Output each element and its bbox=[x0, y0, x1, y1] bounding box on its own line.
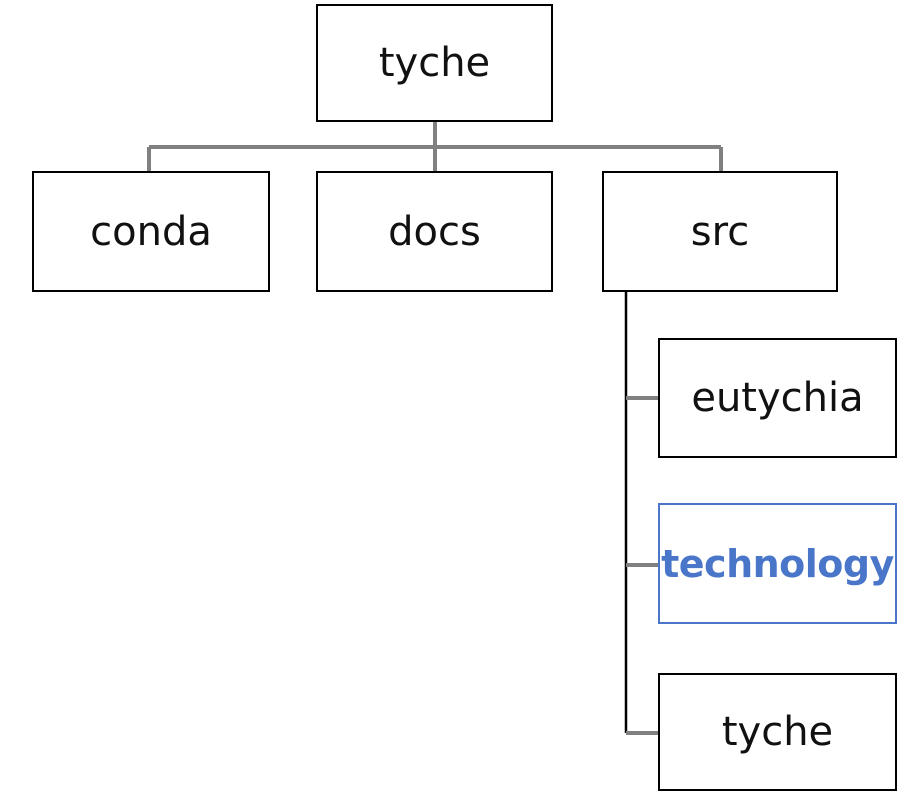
node-label: technology bbox=[661, 541, 894, 586]
node-label: src bbox=[690, 208, 750, 255]
node-conda: conda bbox=[32, 171, 270, 292]
node-label: eutychia bbox=[691, 375, 864, 421]
node-tyche-root: tyche bbox=[316, 4, 553, 122]
node-label: docs bbox=[388, 208, 481, 255]
node-tyche-child: tyche bbox=[658, 673, 897, 791]
node-label: tyche bbox=[721, 709, 834, 755]
node-technology: technology bbox=[658, 503, 897, 624]
node-src: src bbox=[602, 171, 838, 292]
node-label: conda bbox=[90, 208, 212, 255]
node-docs: docs bbox=[316, 171, 553, 292]
node-eutychia: eutychia bbox=[658, 338, 897, 458]
node-label: tyche bbox=[378, 40, 491, 86]
